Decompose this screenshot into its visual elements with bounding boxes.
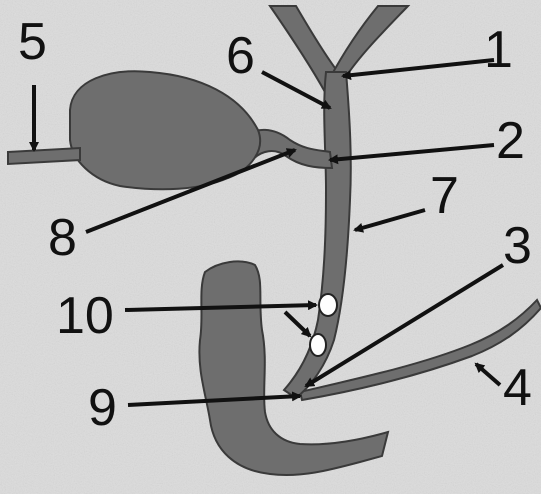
label-2: 2 — [496, 115, 525, 167]
label-4: 4 — [503, 362, 532, 414]
label-6: 6 — [226, 30, 255, 82]
label-7: 7 — [430, 170, 459, 222]
label-10: 10 — [56, 290, 114, 342]
label-5: 5 — [18, 16, 47, 68]
label-9: 9 — [88, 382, 117, 434]
stone-lower — [310, 334, 326, 356]
label-1: 1 — [484, 24, 513, 76]
label-8: 8 — [48, 212, 77, 264]
label-3: 3 — [503, 220, 532, 272]
cystic-vessel — [8, 148, 80, 164]
stone-upper — [319, 294, 337, 316]
